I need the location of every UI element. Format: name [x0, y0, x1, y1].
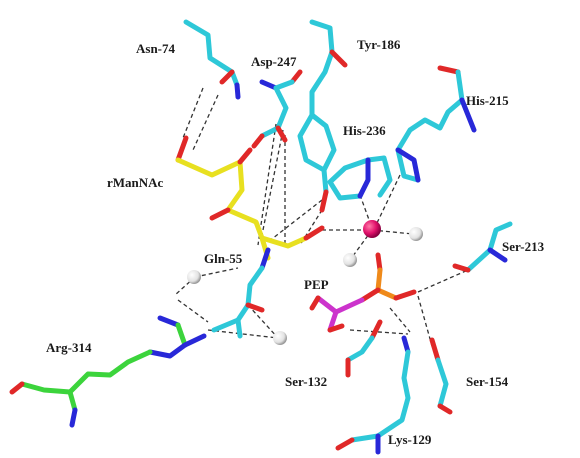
hydrogen-bonds	[174, 87, 469, 347]
residue-asp247	[251, 69, 303, 149]
residue-tyr186	[297, 19, 348, 213]
metal-ion	[363, 220, 381, 238]
label-ser132: Ser-132	[285, 374, 327, 389]
label-pep: PEP	[304, 277, 329, 292]
ligand-rmannac	[175, 135, 325, 261]
residue-lys129	[335, 335, 411, 455]
water-sphere	[273, 331, 287, 345]
label-arg314: Arg-314	[46, 340, 92, 355]
ligand-pep	[309, 252, 417, 333]
water-sphere	[187, 270, 201, 284]
residue-his236	[327, 155, 393, 201]
residue-ser213	[452, 221, 513, 273]
atoms	[187, 220, 423, 345]
label-asp247: Asp-247	[251, 54, 297, 69]
label-his215: His-215	[466, 93, 509, 108]
label-ser154: Ser-154	[466, 374, 509, 389]
label-ser213: Ser-213	[502, 239, 545, 254]
label-rmannac: rManNAc	[107, 175, 164, 190]
residue-his215	[395, 65, 477, 183]
residue-ser154	[429, 337, 453, 415]
water-sphere	[409, 227, 423, 241]
label-his236: His-236	[343, 123, 386, 138]
residue-asn74	[183, 19, 241, 100]
residue-gln55	[211, 247, 271, 339]
label-gln55: Gln-55	[204, 251, 243, 266]
label-tyr186: Tyr-186	[357, 37, 401, 52]
label-asn74: Asn-74	[136, 41, 176, 56]
residue-ser132	[345, 319, 383, 378]
water-sphere	[343, 253, 357, 267]
labels: Asn-74 Asp-247 Tyr-186 His-215 His-236 r…	[46, 37, 545, 447]
label-lys129: Lys-129	[388, 432, 432, 447]
residue-arg314	[9, 315, 207, 428]
